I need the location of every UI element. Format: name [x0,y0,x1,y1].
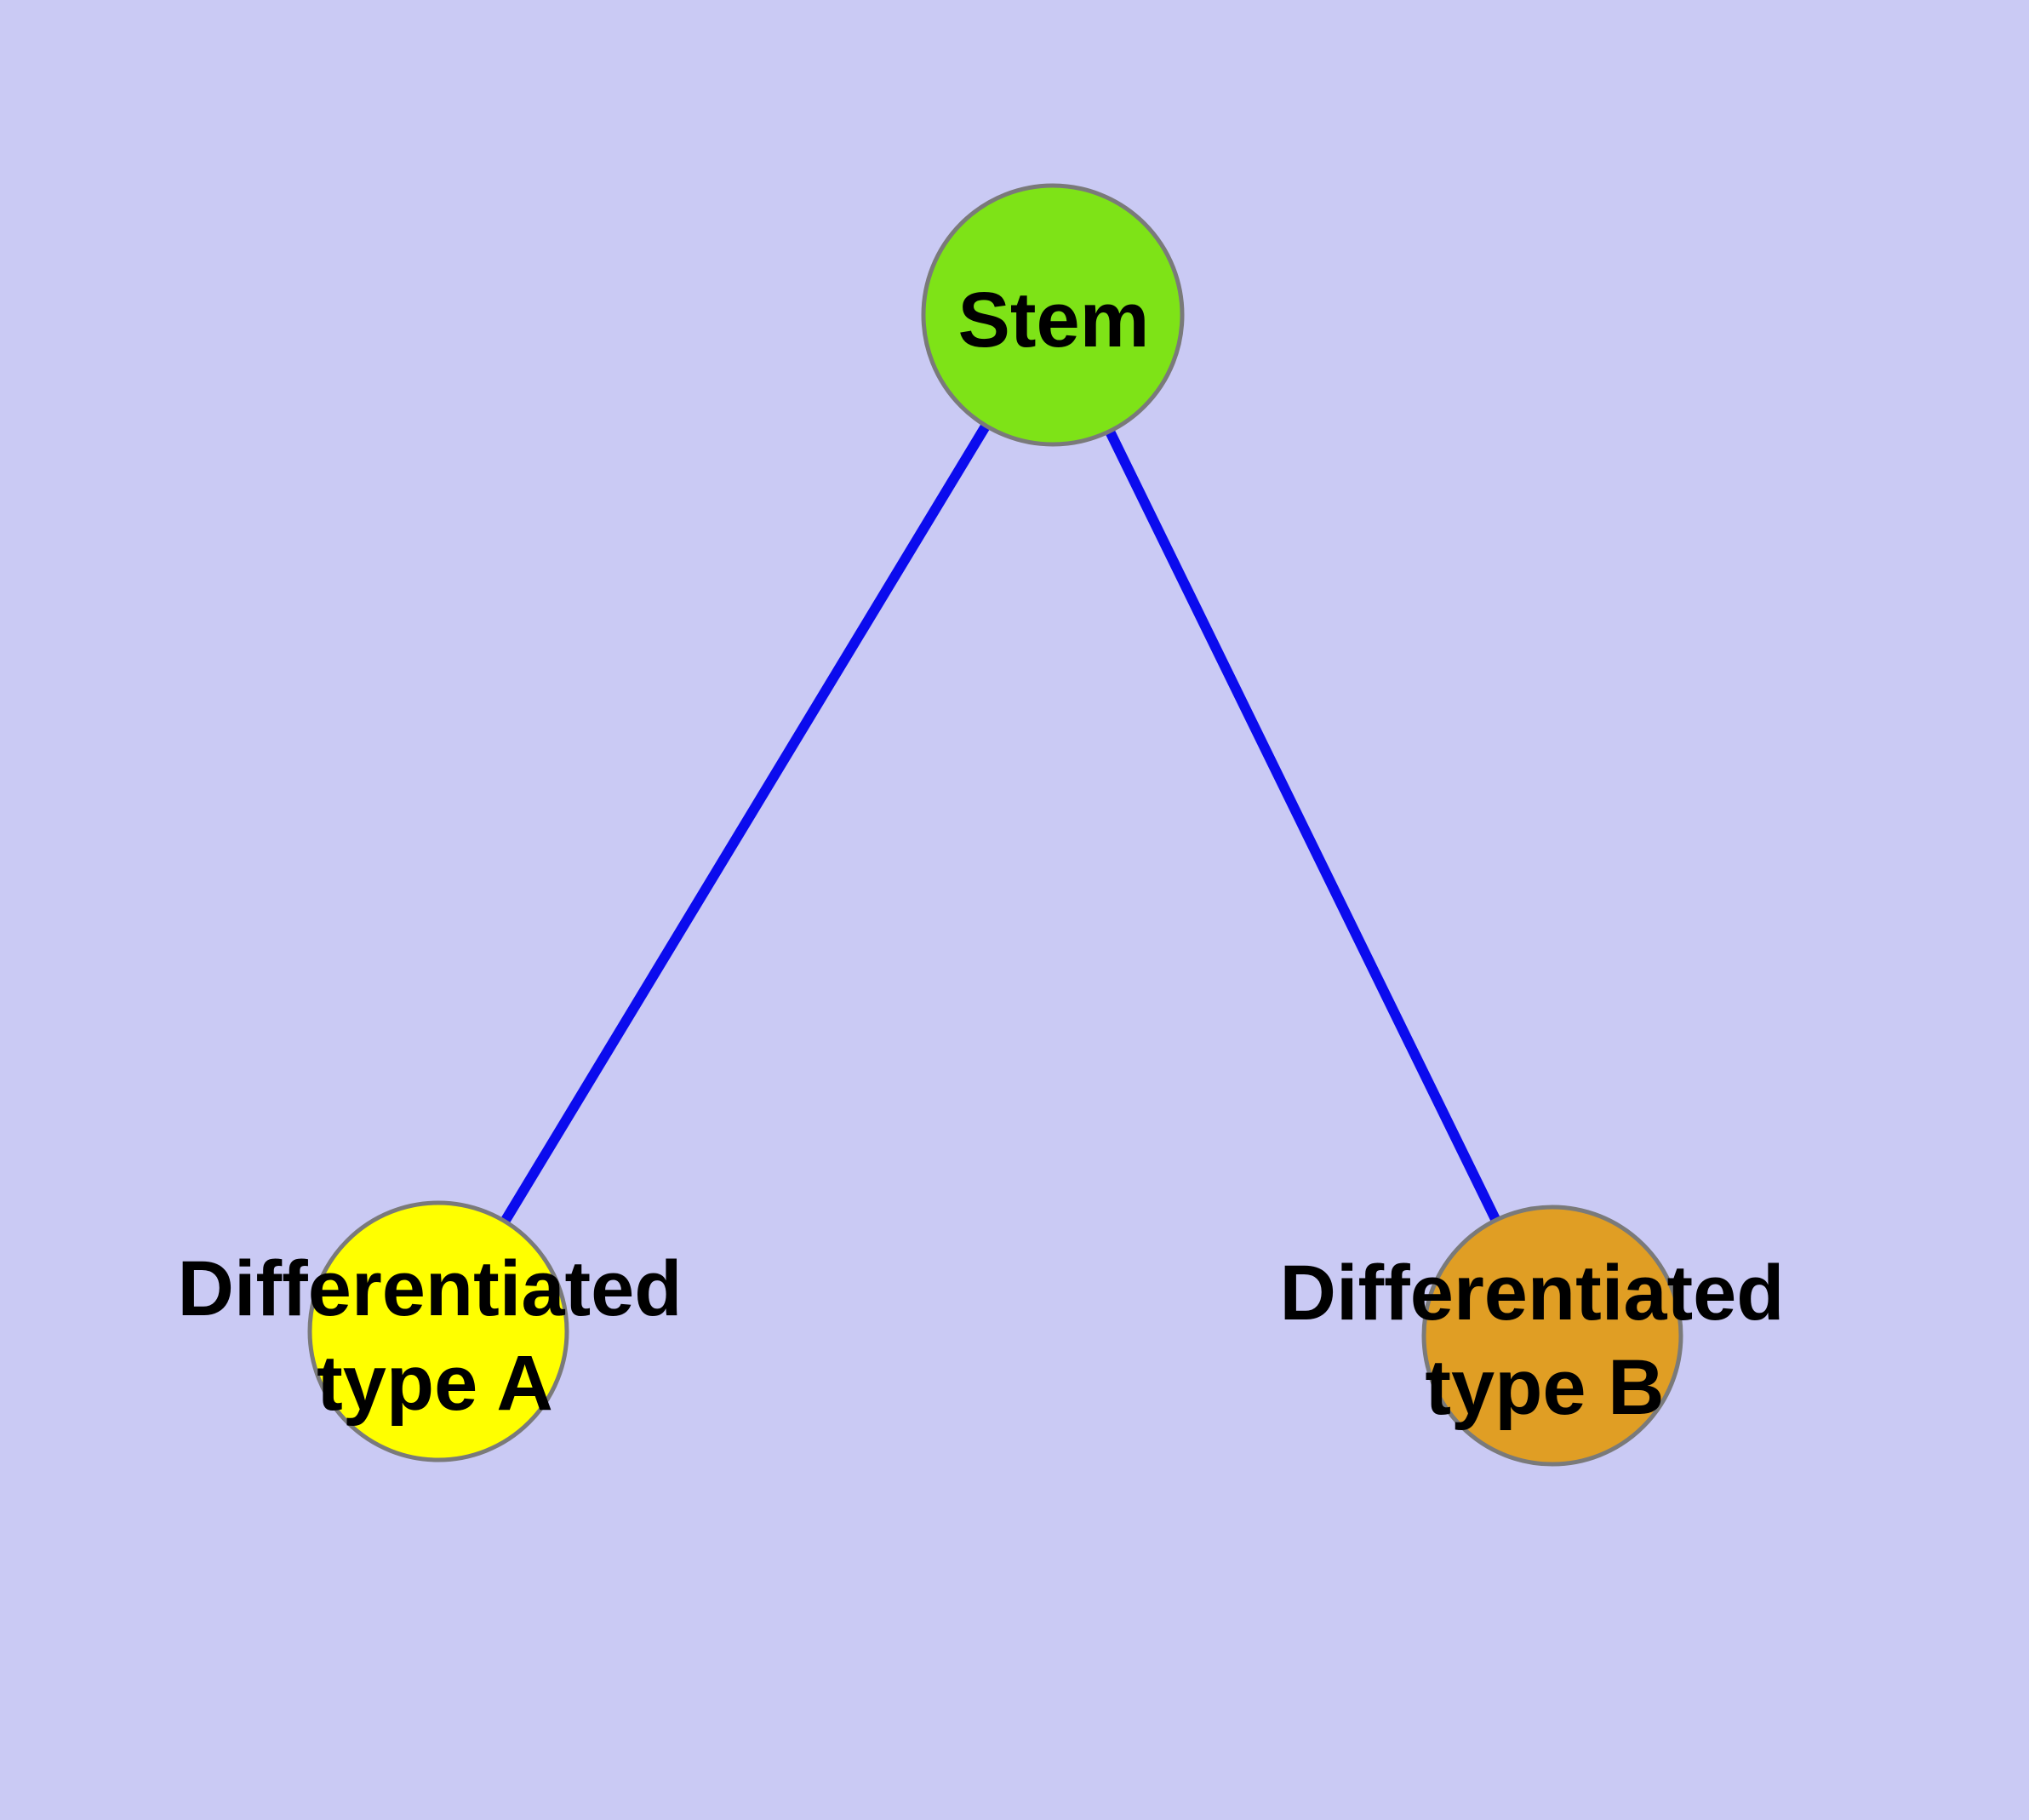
type-a-node-label-line-2: type A [317,1340,553,1427]
stem-node-label: Stem [958,277,1150,363]
node-differentiated-type-b [1421,1205,1683,1467]
type-b-node-label-line-2: type B [1425,1344,1664,1431]
type-b-node-label-line-1: Differentiated [1280,1250,1785,1336]
node-differentiated-type-a [307,1200,569,1462]
node-stem [921,183,1185,447]
edge-stem-to-type-a [433,312,1058,1335]
type-a-node-label-line-1: Differentiated [178,1245,683,1332]
edge-stem-to-type-b [1048,312,1557,1338]
